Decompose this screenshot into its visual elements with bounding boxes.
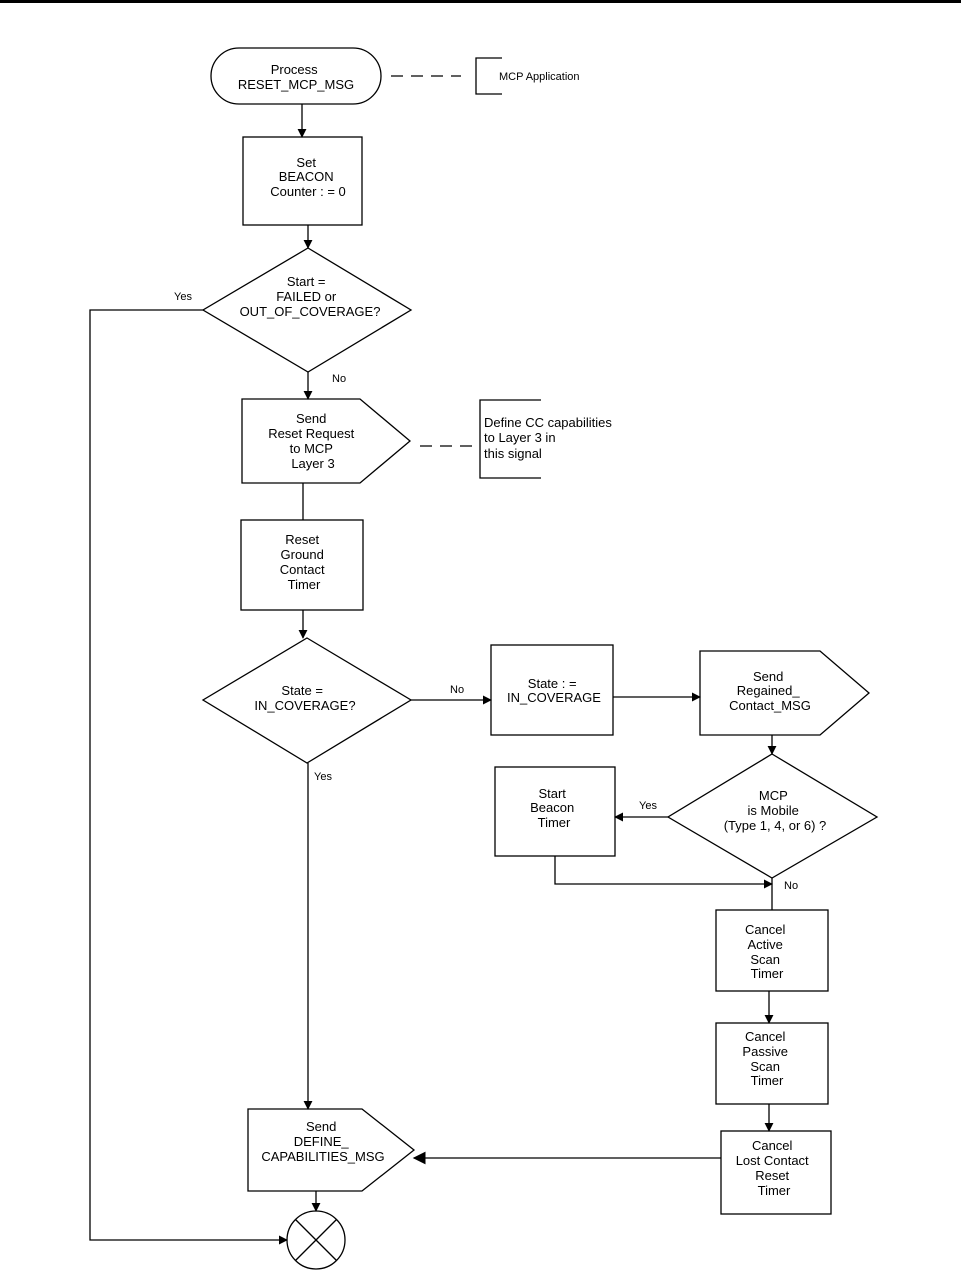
end-connector: [286, 1210, 346, 1270]
send-define-capabilities-text: Send DEFINE_ CAPABILITIES_MSG: [261, 1119, 384, 1164]
send-regained-contact-text: Send Regained_ Contact_MSG: [729, 669, 811, 713]
arrow-beacon-to-merge: [554, 856, 773, 889]
mobile-decision-text: MCP is Mobile (Type 1, 4, or 6) ?: [724, 788, 827, 833]
send-reset-request-signal: [241, 398, 412, 484]
define-cc-note-bracket: [479, 399, 541, 479]
edge-label-yes-mobile: Yes: [639, 800, 657, 812]
define-cc-note-text: Define CC capabilities to Layer 3 in thi…: [484, 415, 616, 461]
cancel-passive-scan-timer-box: [715, 1022, 829, 1105]
start-beacon-timer-text: Start Beacon Timer: [530, 786, 578, 830]
state-assign-text: State : = IN_COVERAGE: [507, 676, 601, 705]
cancel-lost-contact-text: Cancel Lost Contact Reset Timer: [736, 1138, 813, 1198]
reset-ground-contact-text: Reset Ground Contact Timer: [280, 532, 328, 592]
send-reset-request-text: Send Reset Request to MCP Layer 3: [268, 411, 358, 471]
set-beacon-counter-text: Set BEACON Counter : = 0: [270, 155, 346, 199]
start-beacon-timer-box: [494, 766, 616, 857]
mcp-application-note-text: MCP Application: [499, 71, 580, 83]
cancel-active-scan-text: Cancel Active Scan Timer: [745, 922, 789, 981]
edge-label-yes-state: Yes: [314, 771, 332, 783]
cancel-passive-scan-text: Cancel Passive Scan Timer: [742, 1029, 791, 1088]
arrow-yes-to-end: [89, 309, 288, 1245]
start-decision-text: Start = FAILED or OUT_OF_COVERAGE?: [240, 274, 381, 319]
set-beacon-counter-box: [242, 136, 363, 226]
mcp-application-note-bracket: [475, 57, 502, 95]
state-decision-diamond: [201, 637, 413, 764]
edge-label-no-state: No: [450, 684, 464, 696]
cancel-lost-contact-timer-box: [720, 1130, 832, 1215]
edge-label-no-start: No: [332, 373, 346, 385]
top-rule: [0, 0, 961, 3]
process-terminator: [210, 47, 382, 105]
edge-label-no-mobile: No: [784, 880, 798, 892]
send-define-capabilities-signal: [247, 1108, 416, 1192]
process-label: Process RESET_MCP_MSG: [238, 62, 354, 92]
state-assign-box: [490, 644, 614, 736]
reset-ground-contact-timer-box: [240, 519, 364, 611]
state-decision-text: State = IN_COVERAGE?: [254, 683, 355, 713]
send-regained-contact-signal: [699, 650, 870, 736]
edge-label-yes-start: Yes: [174, 291, 192, 303]
